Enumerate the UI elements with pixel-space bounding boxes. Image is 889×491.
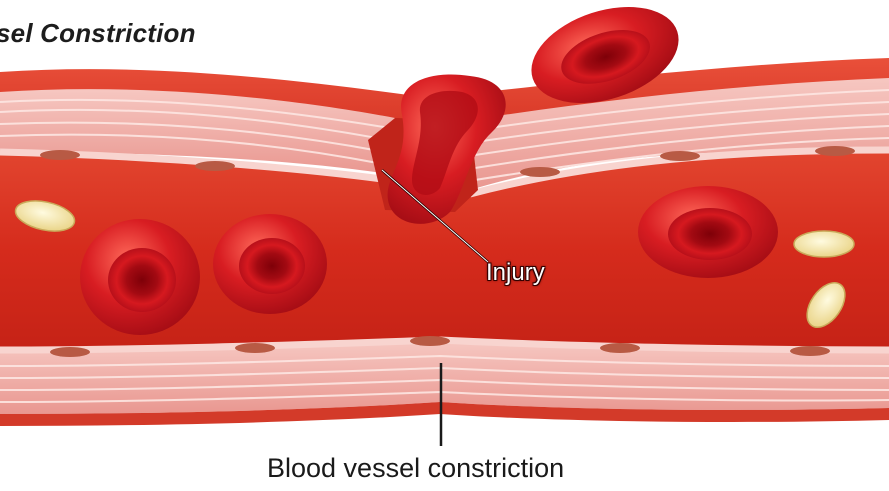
constriction-label: Blood vessel constriction xyxy=(267,453,564,484)
rbc-left-2 xyxy=(213,214,327,314)
diagram-title: sel Constriction xyxy=(0,18,196,49)
injury-label: Injury xyxy=(486,259,545,287)
rbc-left-1 xyxy=(80,219,200,335)
rbc-right xyxy=(638,186,778,278)
platelet-right-1 xyxy=(794,231,854,257)
